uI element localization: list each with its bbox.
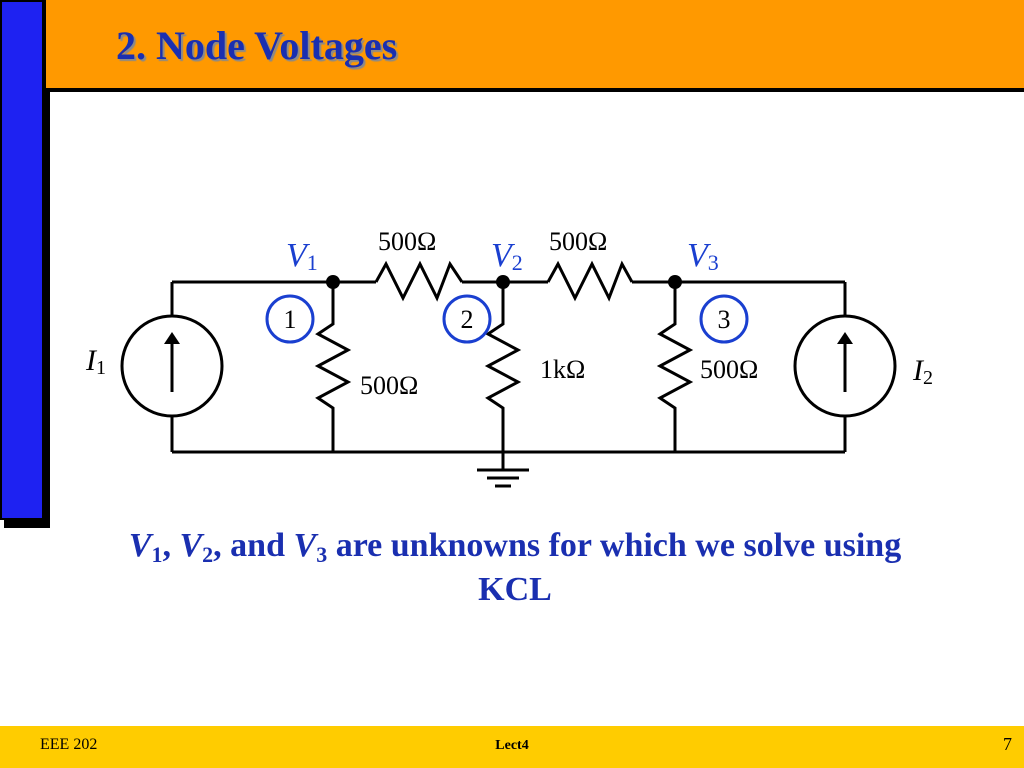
resistor-shunt-3-label: 500Ω (700, 355, 758, 384)
caption-v3: V (293, 527, 317, 564)
footer-page-number: 7 (1003, 734, 1012, 754)
node-voltage-1-label: V1 (286, 237, 318, 275)
resistor-shunt-1-label: 500Ω (360, 371, 418, 400)
node-1-marker (265, 294, 315, 344)
node-voltage-3-label: V3 (687, 237, 719, 275)
slide-title: 2. Node Voltages (116, 23, 398, 68)
node-voltage-2-label: V2 (491, 237, 523, 275)
current-source-1-symbol (120, 314, 224, 418)
current-source-2-arrowhead (837, 332, 853, 344)
caption-rest: are unknowns for which we solve using KC… (327, 527, 902, 608)
caption-v1: V (128, 527, 152, 564)
current-source-1-label: I1 (85, 344, 106, 379)
current-source-2-symbol (793, 314, 897, 418)
footer-course: EEE 202 (40, 736, 98, 753)
caption-v1-sub: 1 (151, 542, 163, 567)
caption-v2-sub: 2 (202, 542, 214, 567)
current-source-2-label: I2 (912, 354, 933, 389)
resistor-series-1-label: 500Ω (378, 227, 436, 256)
node-1-number: 1 (284, 305, 297, 334)
resistor-series-2-symbol (546, 260, 634, 302)
left-accent-bar (0, 0, 44, 520)
caption-sep-1: , (162, 527, 180, 564)
resistor-shunt-3-symbol (656, 282, 694, 452)
node-3-dot (668, 275, 682, 289)
node-3-marker (699, 294, 749, 344)
node-2-marker (442, 294, 492, 344)
caption-v3-sub: 3 (316, 542, 328, 567)
current-source-1-arrowhead (164, 332, 180, 344)
caption-sep-2: , and (213, 527, 294, 564)
slide-caption: V1, V2, and V3 are unknowns for which we… (100, 524, 930, 612)
resistor-series-1-symbol (374, 260, 464, 302)
node-2-dot (496, 275, 510, 289)
resistor-series-2-label: 500Ω (549, 227, 607, 256)
node-3-number: 3 (718, 305, 731, 334)
node-1-dot (326, 275, 340, 289)
header-bar (46, 0, 1024, 92)
footer-bar: EEE 202 Lect4 7 (0, 726, 1024, 768)
caption-v2: V (179, 527, 203, 564)
resistor-shunt-2-symbol (484, 282, 522, 452)
node-2-number: 2 (461, 305, 474, 334)
resistor-shunt-2-label: 1kΩ (540, 355, 585, 384)
resistor-shunt-1-symbol (314, 282, 352, 452)
footer-lecture: Lect4 (495, 738, 529, 753)
